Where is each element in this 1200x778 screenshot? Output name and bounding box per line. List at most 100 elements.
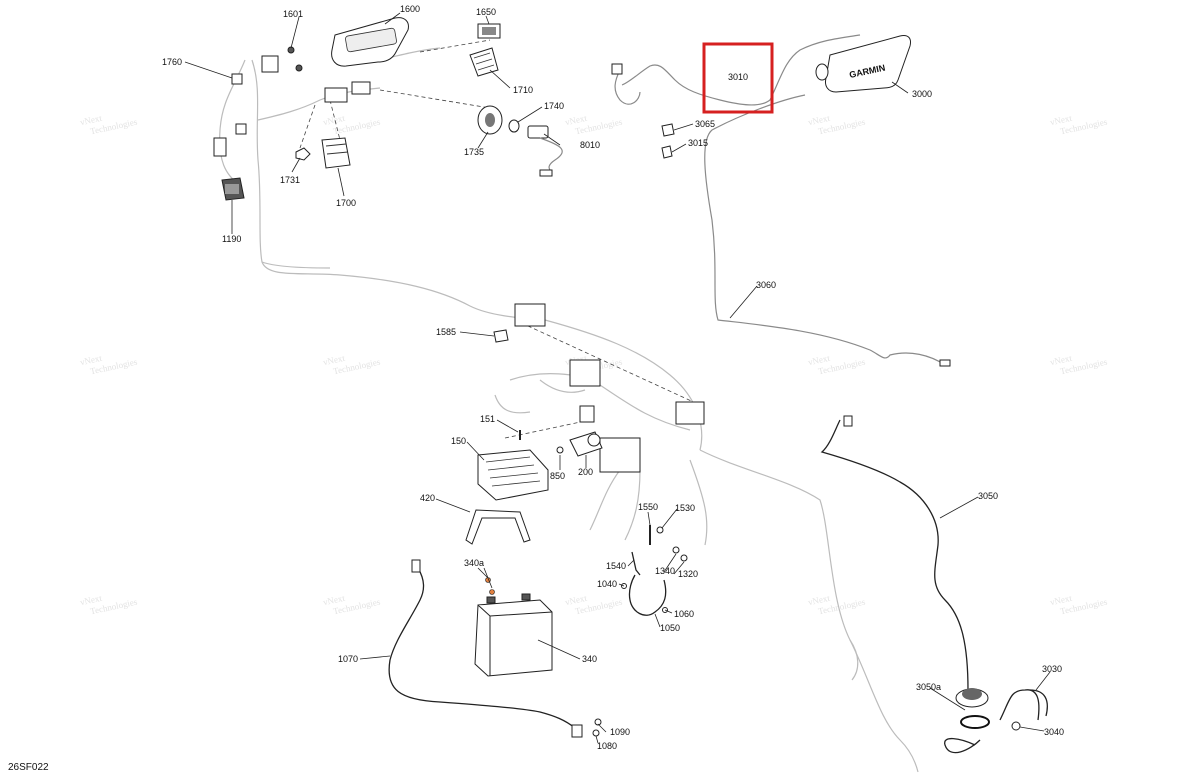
left-connectors-1760[interactable] <box>213 55 279 157</box>
connector-cluster-upper <box>235 81 371 135</box>
callout-1190[interactable]: 1190 <box>222 234 241 244</box>
ring-1740[interactable] <box>508 119 520 133</box>
bolt-1090[interactable] <box>594 718 602 726</box>
socket-1735[interactable] <box>477 105 503 135</box>
callout-3050[interactable]: 3050 <box>978 491 998 501</box>
callout-1650[interactable]: 1650 <box>476 7 496 17</box>
nut-1320[interactable] <box>680 554 688 562</box>
callout-3030[interactable]: 3030 <box>1042 664 1062 674</box>
callout-150[interactable]: 150 <box>451 436 466 446</box>
callout-1320[interactable]: 1320 <box>678 569 698 579</box>
watermark-text: vNext <box>1049 113 1073 127</box>
callout-1585[interactable]: 1585 <box>436 327 456 337</box>
callout-850[interactable]: 850 <box>550 471 565 481</box>
guide-lines <box>299 39 701 439</box>
watermark-text: vNext <box>79 593 103 607</box>
watermark-text: vNext <box>79 113 103 127</box>
callout-1740[interactable]: 1740 <box>544 101 564 111</box>
switch-1700[interactable] <box>321 137 351 169</box>
screws-340a[interactable] <box>485 577 495 595</box>
diagram-code: 26SF022 <box>8 762 49 773</box>
connector-1650[interactable] <box>477 23 501 39</box>
nut-850[interactable] <box>556 446 564 454</box>
callout-1550[interactable]: 1550 <box>638 502 658 512</box>
callout-340a[interactable]: 340a <box>464 558 484 568</box>
antenna-cable-3050[interactable] <box>820 419 969 691</box>
callout-200[interactable]: 200 <box>578 467 593 477</box>
callout-151[interactable]: 151 <box>480 414 495 424</box>
callout-420[interactable]: 420 <box>420 493 435 503</box>
callout-3015[interactable]: 3015 <box>688 138 708 148</box>
gps-cable-3060[interactable] <box>704 94 946 366</box>
callout-1060[interactable]: 1060 <box>674 609 694 619</box>
clip-3015[interactable] <box>661 145 673 159</box>
callout-1040[interactable]: 1040 <box>597 579 617 589</box>
callout-3000[interactable]: 3000 <box>912 89 932 99</box>
nut-1340[interactable] <box>672 546 680 554</box>
voltage-regulator-150[interactable] <box>477 449 549 501</box>
bolt-1530[interactable] <box>656 526 664 534</box>
solenoid-200[interactable] <box>569 431 603 457</box>
callout-1530[interactable]: 1530 <box>675 503 695 513</box>
nut-1731[interactable] <box>295 147 311 161</box>
antenna-base-3050a[interactable] <box>955 688 990 729</box>
callout-1710[interactable]: 1710 <box>513 85 533 95</box>
relay-1190[interactable] <box>221 177 245 201</box>
watermark-text: vNext <box>1049 593 1073 607</box>
callout-1601[interactable]: 1601 <box>283 9 303 19</box>
screw-1601[interactable] <box>287 46 303 72</box>
watermark-text: vNext <box>807 593 831 607</box>
watermark-text: vNext <box>564 113 588 127</box>
battery-cable-1070[interactable] <box>388 567 576 729</box>
callout-1735[interactable]: 1735 <box>464 147 484 157</box>
switch-1710[interactable] <box>469 47 499 77</box>
antenna-3030[interactable] <box>999 689 1048 721</box>
callout-3050a[interactable]: 3050a <box>916 682 941 692</box>
callout-1600[interactable]: 1600 <box>400 4 420 14</box>
watermark-text: vNext <box>807 353 831 367</box>
callout-1340[interactable]: 1340 <box>655 566 675 576</box>
callout-3010[interactable]: 3010 <box>728 72 748 82</box>
watermark-text: vNext <box>564 593 588 607</box>
battery-340[interactable] <box>474 593 553 677</box>
watermark-text: vNext <box>1049 353 1073 367</box>
charger-8010[interactable] <box>527 125 563 177</box>
watermark-text: vNext <box>322 113 346 127</box>
dash-display-1600[interactable] <box>331 17 409 67</box>
screw-3040[interactable] <box>1011 721 1021 731</box>
relay-1585[interactable] <box>493 329 509 343</box>
callout-1731[interactable]: 1731 <box>280 175 300 185</box>
clip-3065[interactable] <box>661 123 675 137</box>
callout-1080[interactable]: 1080 <box>597 741 617 751</box>
callout-1090[interactable]: 1090 <box>610 727 630 737</box>
battery-strap-420[interactable] <box>465 509 531 545</box>
nut-1080[interactable] <box>592 729 600 737</box>
callout-1050[interactable]: 1050 <box>660 623 680 633</box>
callout-1700[interactable]: 1700 <box>336 198 356 208</box>
callout-1070[interactable]: 1070 <box>338 654 358 664</box>
callout-8010[interactable]: 8010 <box>580 140 600 150</box>
callout-3060[interactable]: 3060 <box>756 280 776 290</box>
watermark-text: vNext <box>79 353 103 367</box>
ground-cable-1050[interactable] <box>628 574 667 616</box>
callout-3040[interactable]: 3040 <box>1044 727 1064 737</box>
callout-340[interactable]: 340 <box>582 654 597 664</box>
garmin-unit-3000[interactable]: GARMIN <box>815 35 911 93</box>
fuse-box-center <box>514 303 705 473</box>
callout-1540[interactable]: 1540 <box>606 561 626 571</box>
callout-1760[interactable]: 1760 <box>162 57 182 67</box>
callout-3065[interactable]: 3065 <box>695 119 715 129</box>
gps-cable-3010[interactable] <box>621 34 861 106</box>
wire-1540[interactable] <box>631 551 641 576</box>
